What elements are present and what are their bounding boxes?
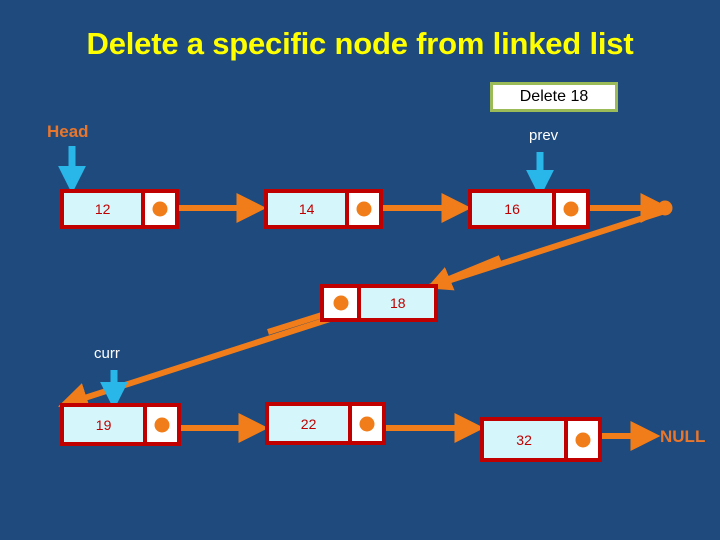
node-19-next-cell[interactable] — [143, 407, 177, 442]
node-16-value: 16 — [472, 193, 553, 225]
head-pointer-label: Head — [47, 122, 89, 141]
node-18-next-cell[interactable] — [324, 288, 362, 318]
node-19-value: 19 — [64, 407, 144, 442]
node-32-value: 32 — [484, 421, 565, 458]
delete-callout-label: Delete 18 — [519, 88, 589, 105]
node-12[interactable]: 12 — [60, 189, 179, 229]
node-12-next-cell[interactable] — [141, 193, 175, 225]
delete-callout-box: Delete 18 — [490, 82, 618, 112]
node-14-next-dot-icon — [356, 201, 372, 217]
node-16-next-dot-icon — [563, 201, 579, 217]
node-18-next-dot-icon — [333, 295, 349, 311]
node-22[interactable]: 22 — [265, 402, 386, 445]
node-32-next-dot-icon — [575, 432, 591, 447]
node-12-value: 12 — [64, 193, 142, 225]
node-32[interactable]: 32 — [480, 417, 602, 462]
node-16-next-cell[interactable] — [552, 193, 586, 225]
node-22-next-dot-icon — [359, 416, 375, 431]
null-terminator-label: NULL — [660, 427, 706, 446]
node-18-value: 18 — [361, 288, 434, 318]
node-18[interactable]: 18 — [320, 284, 438, 322]
page-title: Delete a specific node from linked list — [86, 26, 634, 61]
node-14-value: 14 — [268, 193, 346, 225]
node-12-next-dot-icon — [152, 201, 168, 217]
node-32-next-cell[interactable] — [564, 421, 598, 458]
node-22-value: 22 — [269, 406, 349, 441]
node-16[interactable]: 16 — [468, 189, 590, 229]
node-14[interactable]: 14 — [264, 189, 383, 229]
node-14-next-cell[interactable] — [345, 193, 379, 225]
node-19[interactable]: 19 — [60, 403, 181, 446]
link-into-18 — [426, 255, 502, 291]
node-22-next-cell[interactable] — [348, 406, 382, 441]
curr-pointer-label: curr — [94, 345, 120, 362]
prev-pointer-label: prev — [529, 127, 559, 144]
node-19-next-dot-icon — [154, 417, 170, 432]
